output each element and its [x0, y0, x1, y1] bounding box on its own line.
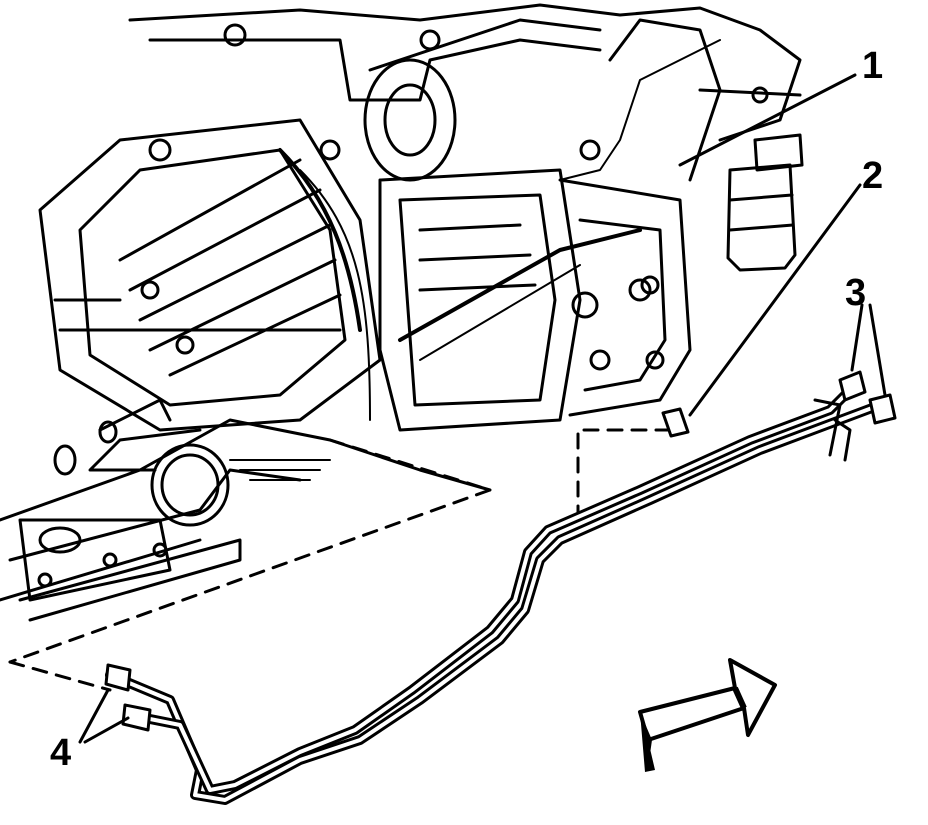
forward-direction-arrow-icon — [638, 658, 777, 772]
dashed-leader-lines — [8, 428, 682, 692]
callout-leaders — [78, 73, 887, 744]
callout-4: 4 — [50, 732, 71, 774]
callout-3: 3 — [845, 272, 866, 314]
engine-assembly — [38, 3, 804, 432]
callout-1: 1 — [862, 45, 883, 87]
cooler-lines — [104, 370, 897, 805]
oil-pan-area — [0, 398, 492, 622]
callout-2: 2 — [862, 155, 883, 197]
